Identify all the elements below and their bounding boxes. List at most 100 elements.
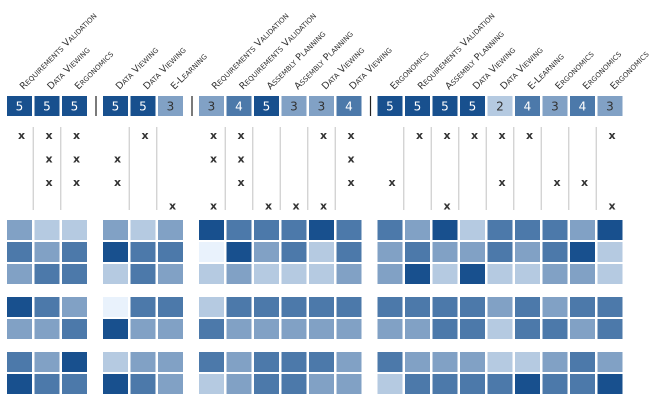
heatmap-cell bbox=[377, 374, 403, 394]
mark-x: x bbox=[237, 176, 244, 189]
group-dividers bbox=[32, 96, 597, 210]
score-value: 2 bbox=[496, 100, 504, 114]
mark-x: x bbox=[347, 176, 354, 189]
heatmap-cell bbox=[405, 220, 430, 240]
mark-x: x bbox=[114, 176, 121, 189]
mark-x: x bbox=[73, 129, 80, 142]
heatmap-cell bbox=[460, 352, 485, 372]
heatmap-cell bbox=[281, 374, 307, 394]
heatmap-cell bbox=[130, 220, 156, 240]
heatmap-cell bbox=[377, 220, 403, 240]
heatmap-cell bbox=[281, 297, 307, 317]
score-cell bbox=[336, 96, 362, 116]
heatmap-cell bbox=[460, 297, 485, 317]
heatmap-cell bbox=[336, 352, 362, 372]
score-value: 5 bbox=[263, 100, 271, 114]
heatmap-cell bbox=[226, 297, 252, 317]
heatmap-cell bbox=[487, 352, 513, 372]
heatmap-cell bbox=[62, 242, 87, 262]
score-value: 4 bbox=[524, 100, 532, 114]
mark-x: x bbox=[45, 129, 52, 142]
heatmap-cell bbox=[254, 374, 279, 394]
heatmap-cell bbox=[130, 319, 156, 339]
score-value: 3 bbox=[208, 100, 216, 114]
mark-x: x bbox=[210, 153, 217, 166]
heatmap-cell bbox=[336, 374, 362, 394]
heatmap-cell bbox=[432, 264, 458, 284]
mark-x: x bbox=[526, 129, 533, 142]
heatmap-cell bbox=[34, 242, 60, 262]
mark-x: x bbox=[237, 153, 244, 166]
heatmap-cell bbox=[62, 319, 87, 339]
score-cell bbox=[7, 96, 32, 116]
heatmap-cell bbox=[226, 264, 252, 284]
heatmap-cell bbox=[597, 352, 623, 372]
heatmap-cell bbox=[309, 220, 334, 240]
heatmap-cell bbox=[309, 374, 334, 394]
heatmap-cell bbox=[597, 319, 623, 339]
heatmap-cell bbox=[130, 297, 156, 317]
heatmap-cell bbox=[158, 220, 183, 240]
heatmap-cell bbox=[103, 319, 128, 339]
score-cell bbox=[130, 96, 156, 116]
mark-x: x bbox=[416, 129, 423, 142]
score-cell bbox=[515, 96, 540, 116]
heatmap-cell bbox=[309, 242, 334, 262]
score-cell bbox=[254, 96, 279, 116]
score-value: 3 bbox=[551, 100, 559, 114]
score-cell bbox=[34, 96, 60, 116]
heatmap-cell bbox=[130, 242, 156, 262]
score-cell bbox=[597, 96, 623, 116]
heatmap-cell bbox=[515, 297, 540, 317]
heatmap-cells bbox=[7, 220, 623, 394]
heatmap-cell bbox=[158, 297, 183, 317]
score-value: 5 bbox=[112, 100, 120, 114]
heatmap-cell bbox=[130, 352, 156, 372]
heatmap-cell bbox=[460, 220, 485, 240]
mark-x: x bbox=[553, 176, 560, 189]
mark-x: x bbox=[347, 153, 354, 166]
score-cell bbox=[103, 96, 128, 116]
heatmap-cell bbox=[158, 319, 183, 339]
heatmap-cell bbox=[405, 264, 430, 284]
heatmap-cell bbox=[570, 242, 595, 262]
heatmap-cell bbox=[103, 264, 128, 284]
heatmap-cell bbox=[487, 374, 513, 394]
heatmap-cell bbox=[281, 319, 307, 339]
heatmap-cell bbox=[405, 297, 430, 317]
heatmap-cell bbox=[254, 297, 279, 317]
heatmap-cell bbox=[309, 319, 334, 339]
mark-x: x bbox=[45, 176, 52, 189]
mark-x: x bbox=[169, 200, 176, 213]
heatmap-cell bbox=[130, 264, 156, 284]
heatmap-cell bbox=[432, 319, 458, 339]
heatmap-cell bbox=[309, 264, 334, 284]
heatmap-cell bbox=[103, 297, 128, 317]
mark-x: x bbox=[265, 200, 272, 213]
heatmap-cell bbox=[377, 297, 403, 317]
heatmap-cell bbox=[460, 264, 485, 284]
score-cell bbox=[460, 96, 485, 116]
heatmap-cell bbox=[34, 319, 60, 339]
heatmap-cell bbox=[62, 374, 87, 394]
heatmap-cell bbox=[460, 319, 485, 339]
mark-x: x bbox=[73, 176, 80, 189]
heatmap-cell bbox=[103, 220, 128, 240]
heatmap-cell bbox=[570, 374, 595, 394]
score-cell bbox=[405, 96, 430, 116]
mark-x: x bbox=[210, 200, 217, 213]
heatmap-cell bbox=[34, 264, 60, 284]
heatmap-cell bbox=[542, 264, 568, 284]
heatmap-cell bbox=[7, 352, 32, 372]
heatmap-cell bbox=[62, 352, 87, 372]
score-cell bbox=[226, 96, 252, 116]
score-cell bbox=[281, 96, 307, 116]
mark-x: x bbox=[45, 153, 52, 166]
heatmap-cell bbox=[515, 242, 540, 262]
heatmap-cell bbox=[199, 220, 224, 240]
heatmap-cell bbox=[432, 220, 458, 240]
heatmap-cell bbox=[460, 242, 485, 262]
mark-x: x bbox=[388, 176, 395, 189]
